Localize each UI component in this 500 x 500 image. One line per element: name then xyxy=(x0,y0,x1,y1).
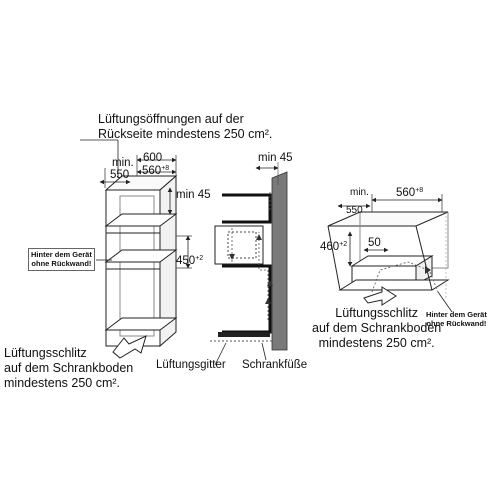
floor-vent-note-left-line3: mindestens 250 cm². xyxy=(4,375,121,390)
undercounter-depth-tolerance: +8 xyxy=(415,187,424,194)
undercounter-min-label: min. xyxy=(350,187,369,198)
cabinet-niche-height-tolerance: +2 xyxy=(195,255,204,262)
cabinet-min-label: min. xyxy=(112,157,134,169)
cabinet-top-gap: min 45 xyxy=(176,189,211,201)
tall-cabinet xyxy=(104,174,178,348)
floor-vent-note-right-line2: auf dem Schrankboden xyxy=(312,320,442,335)
undercounter-height: 460+2 xyxy=(320,241,348,254)
cabinet-dimensions xyxy=(99,155,192,269)
undercounter-depth-value: 560 xyxy=(396,187,416,199)
floor-vent-note-left-line2: auf dem Schrankboden xyxy=(4,360,134,375)
undercounter-min-value: 550 xyxy=(346,205,363,216)
cabinet-niche-height-value: 450 xyxy=(176,255,196,267)
undercounter-dimensions xyxy=(337,194,443,267)
vent-arrow-right xyxy=(363,286,397,306)
no-backwall-note-right-line1: Hinter dem Gerät xyxy=(426,310,487,319)
floor-vent-note-left: Lüftungsschlitz auf dem Schrankboden min… xyxy=(4,346,133,390)
no-backwall-note-left-line2: ohne Rückwand! xyxy=(31,259,92,269)
cabinet-pointers xyxy=(80,139,119,261)
section-top-gap: min 45 xyxy=(258,152,293,164)
undercounter-height-tolerance: +2 xyxy=(339,241,348,248)
cabinet-width-outer: 600 xyxy=(143,152,163,164)
rear-vent-note-line2: Rückseite mindestens 250 cm². xyxy=(98,126,273,141)
undercounter-inner: 50 xyxy=(368,237,381,249)
cabinet-feet-label: Schrankfüße xyxy=(242,359,308,371)
cabinet-depth-tolerance: +8 xyxy=(161,165,170,172)
undercounter-depth: 560+8 xyxy=(396,187,424,200)
cabinet-depth: 560+8 xyxy=(142,165,170,178)
cabinet-depth-value: 560 xyxy=(142,165,162,177)
cabinet-niche-height: 450+2 xyxy=(176,255,204,268)
no-backwall-note-left-line1: Hinter dem Gerät xyxy=(31,250,92,259)
floor-vent-note-right-line1: Lüftungsschlitz xyxy=(335,306,418,320)
undercounter-airflow xyxy=(371,261,439,293)
section-view xyxy=(210,162,288,366)
vent-arrow-left xyxy=(112,335,147,359)
floor-vent-note-right: Lüftungsschlitz auf dem Schrankboden min… xyxy=(312,306,441,350)
vent-grille-label: Lüftungsgitter xyxy=(156,359,226,371)
cabinet-min-value: 550 xyxy=(110,169,130,181)
no-backwall-note-right-line2: ohne Rückwand! xyxy=(426,319,487,329)
floor-vent-note-left-line1: Lüftungsschlitz xyxy=(4,346,87,360)
undercounter-height-value: 460 xyxy=(320,241,340,253)
rear-vent-note-line1: Lüftungsöffnungen auf der xyxy=(98,112,244,126)
floor-vent-note-right-line3: mindestens 250 cm². xyxy=(318,335,435,350)
no-backwall-note-right: Hinter dem Gerät ohne Rückwand! xyxy=(426,310,487,329)
rear-vent-note: Lüftungsöffnungen auf der Rückseite mind… xyxy=(98,112,272,142)
no-backwall-note-left: Hinter dem Gerät ohne Rückwand! xyxy=(28,248,95,271)
